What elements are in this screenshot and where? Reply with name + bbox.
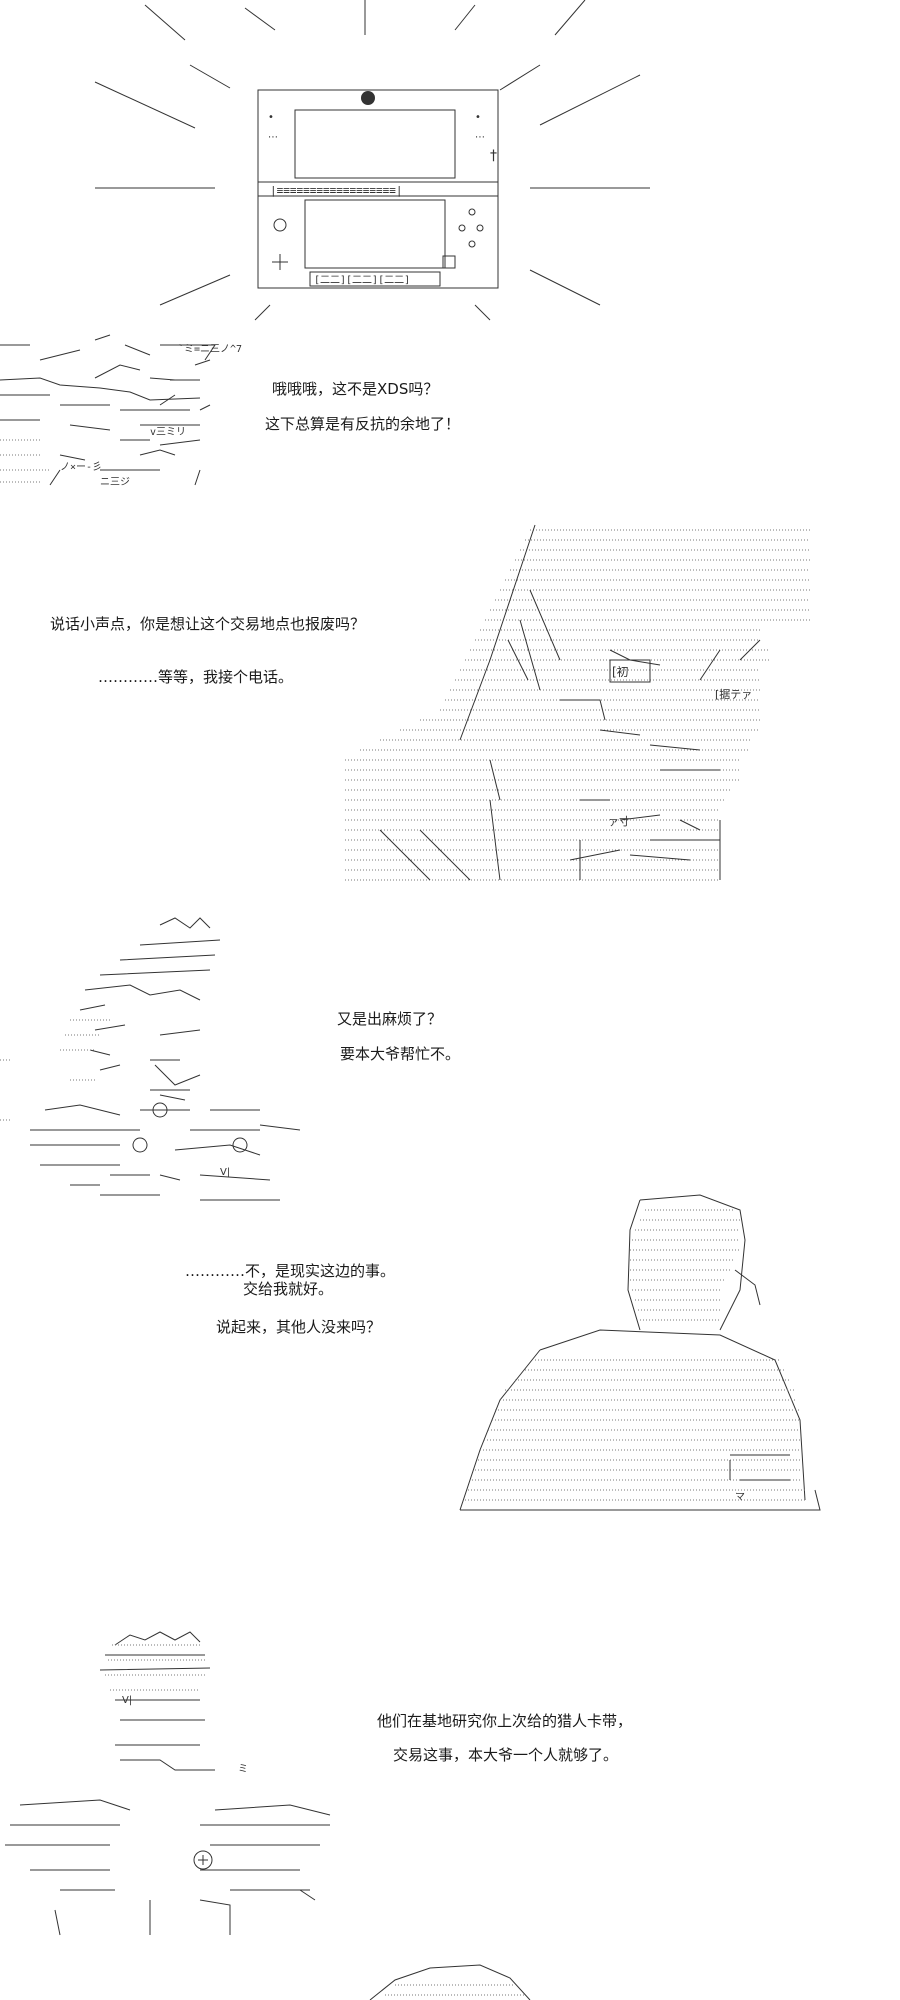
dialogue-6: 要本大爷帮忙不。	[340, 1045, 461, 1063]
sign-left-text: [初	[612, 665, 629, 679]
dialogue-4: …………等等，我接个电话。	[98, 668, 294, 686]
text-ta: ァ寸	[608, 814, 630, 828]
svg-text:|≡≡≡≡≡≡≡≡≡≡≡≡≡≡≡≡≡≡|: |≡≡≡≡≡≡≡≡≡≡≡≡≡≡≡≡≡≡|	[270, 184, 402, 197]
svg-text:ニ三ジ: ニ三ジ	[100, 477, 130, 488]
dialogue-2: 这下总算是有反抗的余地了！	[265, 415, 461, 433]
svg-text:⋯: ⋯	[268, 132, 278, 143]
armored-character-illustration: V| ミ	[5, 1631, 331, 1936]
dialogue-11: 交易这事，本大爷一个人就够了。	[393, 1746, 619, 1764]
console-illustration: • ⋯ • ⋯ † |≡≡≡≡≡≡≡≡≡≡≡≡≡≡≡≡≡≡| [二二][二二][…	[94, 0, 650, 321]
text-vi-2: V|	[122, 1695, 132, 1706]
spiky-haired-character-illustration: V|	[0, 917, 301, 1201]
text-vi-1: V|	[220, 1167, 230, 1178]
silhouette-back-illustration: マ	[459, 1194, 821, 1511]
dialogue-5: 又是出麻烦了？	[337, 1010, 443, 1028]
text-mi: ミ	[238, 1764, 248, 1775]
dialogue-1: 哦哦哦，这不是XDS吗？	[272, 380, 439, 398]
svg-text:†: †	[490, 148, 497, 164]
character-on-phone-illustration: [初 [据テァ ァ寸	[345, 524, 810, 881]
svg-text:v三ミリ: v三ミリ	[150, 427, 186, 438]
dialogue-3: 说话小声点，你是想让这个交易地点也报废吗？	[50, 615, 366, 633]
dialogue-8: 交给我就好。	[243, 1280, 334, 1298]
svg-text:[二二][二二][二二]: [二二][二二][二二]	[314, 275, 410, 286]
character-reclining-illustration: `ミ=ニ三ノ^7 v三ミリ ノ×ー‐彡 ニ三ジ	[0, 334, 242, 488]
svg-text:`ミ=ニ三ノ^7: `ミ=ニ三ノ^7	[178, 343, 242, 355]
dialogue-10: 他们在基地研究你上次给的猎人卡带，	[377, 1712, 633, 1730]
svg-text:•: •	[475, 112, 481, 123]
text-ma: マ	[735, 1492, 745, 1503]
sign-right-text: [据テァ	[715, 687, 752, 701]
svg-text:ノ×ー‐彡: ノ×ー‐彡	[60, 462, 102, 473]
bottom-partial-illustration	[369, 1964, 531, 2000]
svg-text:⋯: ⋯	[475, 132, 485, 143]
dialogue-7: …………不，是现实这边的事。	[185, 1262, 396, 1280]
dialogue-9: 说起来，其他人没来吗？	[216, 1318, 382, 1336]
svg-text:•: •	[268, 112, 274, 123]
